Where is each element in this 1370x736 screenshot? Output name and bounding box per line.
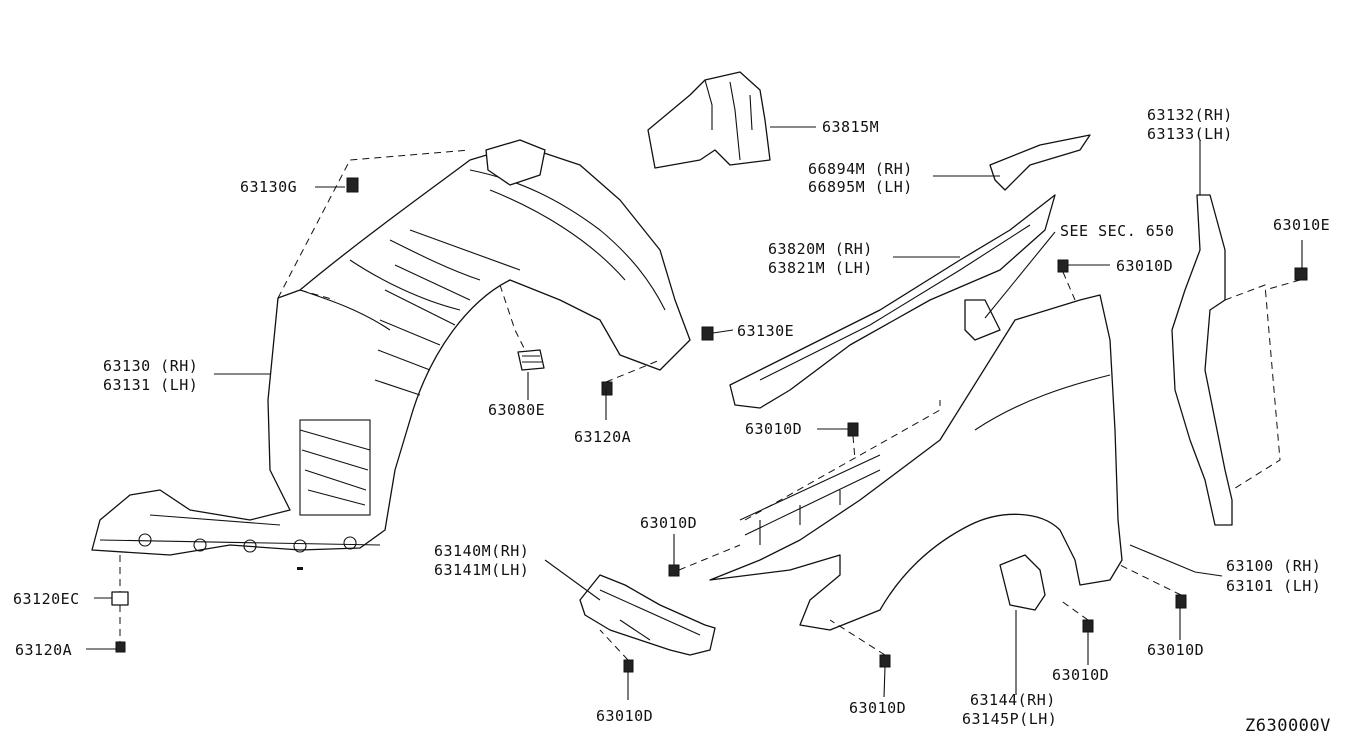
insulator-63815M <box>647 71 771 169</box>
front-fender-63100 <box>709 294 1123 631</box>
fastener-63010D-c <box>668 564 680 577</box>
fastener-63010E <box>1294 267 1308 281</box>
label-63131: 63131 (LH) <box>103 376 198 394</box>
diagram-code: Z630000V <box>1245 716 1331 736</box>
label-63815M: 63815M <box>822 118 879 136</box>
fastener-63010D-a <box>1057 259 1069 273</box>
fastener-63010D-b <box>847 422 859 437</box>
label-63120A-bottom: 63120A <box>15 641 72 659</box>
label-63130E: 63130E <box>737 322 794 340</box>
fastener-63120A-bottom <box>115 641 126 653</box>
label-63010D-a: 63010D <box>1116 257 1173 275</box>
label-63132: 63132(RH) <box>1147 106 1233 124</box>
fastener-63010D-d <box>623 659 634 673</box>
fastener-63130G <box>346 177 359 193</box>
label-63130G: 63130G <box>240 178 297 196</box>
fastener-63010D-e <box>879 654 891 668</box>
label-63120EC: 63120EC <box>13 590 80 608</box>
label-63010D-d: 63010D <box>596 707 653 725</box>
fastener-63120EC <box>111 591 129 606</box>
label-63010D-b: 63010D <box>745 420 802 438</box>
label-63144: 63144(RH) <box>970 691 1056 709</box>
label-see-sec-650: SEE SEC. 650 <box>1060 222 1174 240</box>
label-63101: 63101 (LH) <box>1226 577 1321 595</box>
label-63010D-f: 63010D <box>1052 666 1109 684</box>
fender-cover-63132 <box>1171 194 1281 526</box>
fastener-63120A-top <box>601 381 613 396</box>
bracket-66894M <box>989 134 1091 191</box>
fastener-63010D-f <box>1082 619 1094 633</box>
label-63141M: 63141M(LH) <box>434 561 529 579</box>
label-66895M: 66895M (LH) <box>808 178 913 196</box>
fender-protector-63130 <box>91 139 691 570</box>
label-63140M: 63140M(RH) <box>434 542 529 560</box>
label-63821M: 63821M (LH) <box>768 259 873 277</box>
clip-63080E <box>517 349 545 371</box>
label-66894M: 66894M (RH) <box>808 160 913 178</box>
bracket-63140M <box>579 574 716 656</box>
label-63145P: 63145P(LH) <box>962 710 1057 728</box>
label-63010D-e: 63010D <box>849 699 906 717</box>
bracket-63144 <box>999 554 1046 611</box>
label-63010D-c: 63010D <box>640 514 697 532</box>
label-63120A-top: 63120A <box>574 428 631 446</box>
fastener-63010D-g <box>1175 594 1187 609</box>
seal-63820M <box>729 194 1056 409</box>
label-63100: 63100 (RH) <box>1226 557 1321 575</box>
label-63080E: 63080E <box>488 401 545 419</box>
label-63133: 63133(LH) <box>1147 125 1233 143</box>
label-63010D-g: 63010D <box>1147 641 1204 659</box>
label-63010E: 63010E <box>1273 216 1330 234</box>
fastener-63130E <box>701 326 714 341</box>
label-63820M: 63820M (RH) <box>768 240 873 258</box>
label-63130: 63130 (RH) <box>103 357 198 375</box>
